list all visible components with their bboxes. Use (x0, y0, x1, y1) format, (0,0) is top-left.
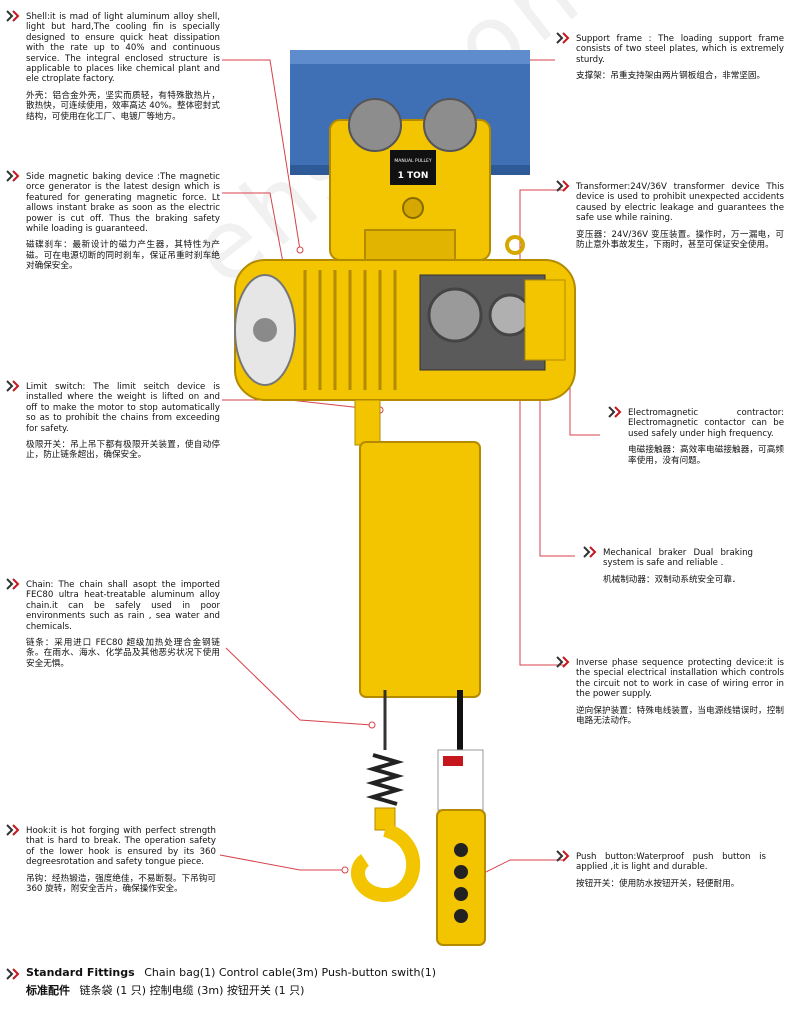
annotation-support-frame: Support frame : The loading support fram… (576, 34, 784, 82)
annotation-hook: Hook:it is hot forging with perfect stre… (26, 826, 216, 894)
leader-phase (519, 345, 565, 666)
hoist-illustration: MANUAL PULLEY 1 TON (234, 50, 576, 946)
fittings-zh-items: 链条袋 (1 只) 控制电缆 (3m) 按钮开关 (1 只) (79, 984, 305, 997)
chevron-icon (556, 850, 570, 862)
chevron-icon (583, 546, 597, 558)
limit-switch-zh: 极限开关：吊上吊下都有极限开关装置，使自动停止，防止链条超出，确保安全。 (26, 440, 220, 461)
hook-en: Hook:it is hot forging with perfect stre… (26, 826, 216, 868)
chevron-icon (6, 968, 20, 980)
chain-bag (359, 441, 481, 698)
chevron-icon (608, 406, 622, 418)
annotation-phase: Inverse phase sequence protecting device… (576, 658, 784, 726)
standard-fittings: Standard Fittings Chain bag(1) Control c… (26, 964, 436, 1000)
push-button-en: Push button:Waterproof push button is ap… (576, 852, 766, 873)
leader-shell (222, 59, 301, 251)
chevron-icon (6, 170, 20, 182)
chevron-icon (6, 824, 20, 836)
support-frame-zh: 支撑架：吊重支持架由两片钢板组合，非常坚固。 (576, 71, 766, 82)
leader-hook (219, 854, 345, 871)
chain-zh: 链条：采用进口 FEC80 超级加热处理合金钢链条。在雨水、海水、化学品及其他恶… (26, 638, 220, 669)
push-button-zh: 按钮开关：使用防水按钮开关，轻便耐用。 (576, 878, 740, 889)
chevron-icon (556, 32, 570, 44)
annotation-limit-switch: Limit switch: The limit seitch device is… (26, 382, 220, 461)
chevron-icon (6, 578, 20, 590)
fittings-en-title: Standard Fittings (26, 966, 135, 979)
fittings-zh-title: 标准配件 (26, 984, 70, 997)
shell-en: Shell:it is mad of light aluminum alloy … (26, 12, 220, 85)
svg-text:1 TON: 1 TON (398, 171, 429, 181)
capacity-plate (390, 150, 436, 185)
annotation-braker: Mechanical braker Dual braking system is… (603, 548, 753, 585)
support-frame-en: Support frame : The loading support fram… (576, 34, 784, 65)
annotation-chain: Chain: The chain shall asopt the importe… (26, 580, 220, 669)
braker-en: Mechanical braker Dual braking system is… (603, 548, 753, 569)
transformer-en: Transformer:24V/36V transformer device T… (576, 182, 784, 224)
magnetic-brake-zh: 磁碟刹车：最新设计的磁力产生器，其特性为产磁。可在电源切断的同时刹车，保证吊重时… (26, 240, 220, 272)
annotation-shell: Shell:it is mad of light aluminum alloy … (26, 12, 220, 122)
phase-zh: 逆向保护装置：特殊电线装置，当电源线错误时，控制电路无法动作。 (576, 705, 784, 727)
annotation-contactor: Electromagnetic contractor: Electromagne… (628, 408, 784, 466)
annotation-push-button: Push button:Waterproof push button is ap… (576, 852, 766, 889)
chevron-icon (556, 180, 570, 192)
fittings-en-line: Standard Fittings Chain bag(1) Control c… (26, 964, 436, 982)
braker-zh: 机械制动器：双制动系统安全可靠． (603, 574, 741, 585)
leader-chain (225, 647, 373, 726)
annotation-transformer: Transformer:24V/36V transformer device T… (576, 182, 784, 250)
chain-en: Chain: The chain shall asopt the importe… (26, 580, 220, 632)
chevron-icon (6, 380, 20, 392)
shell-zh: 外壳：铝合金外壳，坚实而质轻，有特殊散热片，散热快，可连续使用，效率高达 40%… (26, 90, 220, 122)
fittings-zh-line: 标准配件 链条袋 (1 只) 控制电缆 (3m) 按钮开关 (1 只) (26, 982, 436, 1000)
phase-en: Inverse phase sequence protecting device… (576, 658, 784, 700)
chevron-icon (556, 656, 570, 668)
annotation-magnetic-brake: Side magnetic baking device :The magneti… (26, 172, 220, 272)
contactor-en: Electromagnetic contractor: Electromagne… (628, 408, 784, 439)
svg-text:MANUAL PULLEY: MANUAL PULLEY (394, 158, 432, 164)
spring (365, 753, 405, 806)
limit-switch-en: Limit switch: The limit seitch device is… (26, 382, 220, 434)
fittings-en-items: Chain bag(1) Control cable(3m) Push-butt… (144, 966, 437, 979)
hook (351, 823, 421, 903)
chevron-icon (6, 10, 20, 22)
leader-braker (539, 330, 575, 557)
contactor-zh: 电磁接触器：高效率电磁接触器，可高频率使用，没有问题。 (628, 445, 784, 466)
magnetic-brake-en: Side magnetic baking device :The magneti… (26, 172, 220, 235)
transformer-zh: 变压器：24V/36V 变压装置。操作时，万一漏电，可防止意外事故发生，下雨时，… (576, 229, 784, 251)
hook-zh: 吊钩：经热锻造，强度绝佳，不易断裂。下吊钩可 360 旋转，附安全舌片，确保操作… (26, 873, 216, 895)
